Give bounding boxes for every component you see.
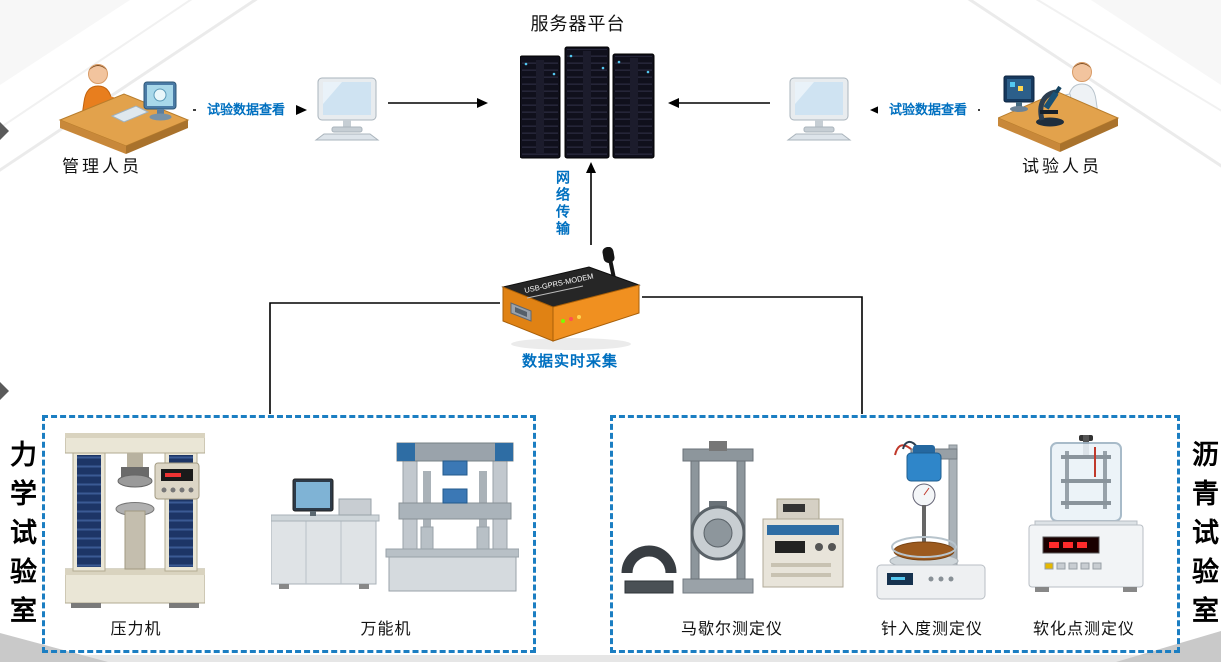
monitor-icon-right (786, 77, 852, 141)
admin-user-image (58, 64, 190, 154)
server-platform-title: 服务器平台 (530, 14, 626, 34)
control-panel (154, 462, 200, 500)
penetration-tester-label: 针入度测定仪 (880, 621, 983, 638)
server-tower (564, 46, 610, 159)
lab-screen-icon (1003, 75, 1035, 112)
admin-label: 管理人员 (62, 157, 142, 176)
marshall-tester-image (621, 441, 844, 594)
control-console (271, 478, 380, 589)
view-data-label-left: 试验数据查看 (196, 102, 296, 118)
network-transmission-label: 网络传输 (555, 170, 571, 238)
universal-machine-label: 万能机 (360, 621, 412, 638)
load-frame (385, 442, 519, 592)
desktop-monitor-icon (143, 81, 177, 121)
microscope-icon (1036, 85, 1064, 127)
asphalt-lab-label: 沥青试验室 (1188, 440, 1218, 635)
modem-image: USB-GPRS-MODEM (501, 247, 641, 350)
mechanics-lab-box: 压力机 (42, 415, 536, 653)
mechanics-lab-label: 力学试验室 (6, 440, 36, 635)
mold-clamp (621, 545, 677, 594)
pressure-machine-label: 压力机 (110, 621, 162, 638)
stability-frame (682, 441, 754, 594)
data-collection-label: 数据实时采集 (521, 353, 618, 370)
view-data-label-right: 试验数据查看 (878, 102, 978, 118)
keyboard-icon (110, 105, 150, 123)
server-tower (612, 53, 655, 159)
monitor-icon-left (314, 77, 380, 141)
server-rack-image (520, 46, 655, 159)
penetration-tester-image (876, 441, 986, 600)
serial-port-icon (510, 302, 532, 322)
marshall-tester-label: 马歇尔测定仪 (680, 621, 783, 638)
server-tower (520, 55, 561, 159)
control-console (762, 498, 844, 588)
universal-machine-image (271, 442, 519, 592)
tester-label: 试验人员 (1022, 157, 1102, 176)
asphalt-lab-box: 马歇尔测定仪 针入度测定仪 (610, 415, 1180, 653)
tester-user-image (998, 62, 1120, 152)
softening-tester-label: 软化点测定仪 (1032, 621, 1135, 638)
softening-tester-image (1028, 435, 1144, 592)
pressure-machine-image (65, 433, 205, 608)
